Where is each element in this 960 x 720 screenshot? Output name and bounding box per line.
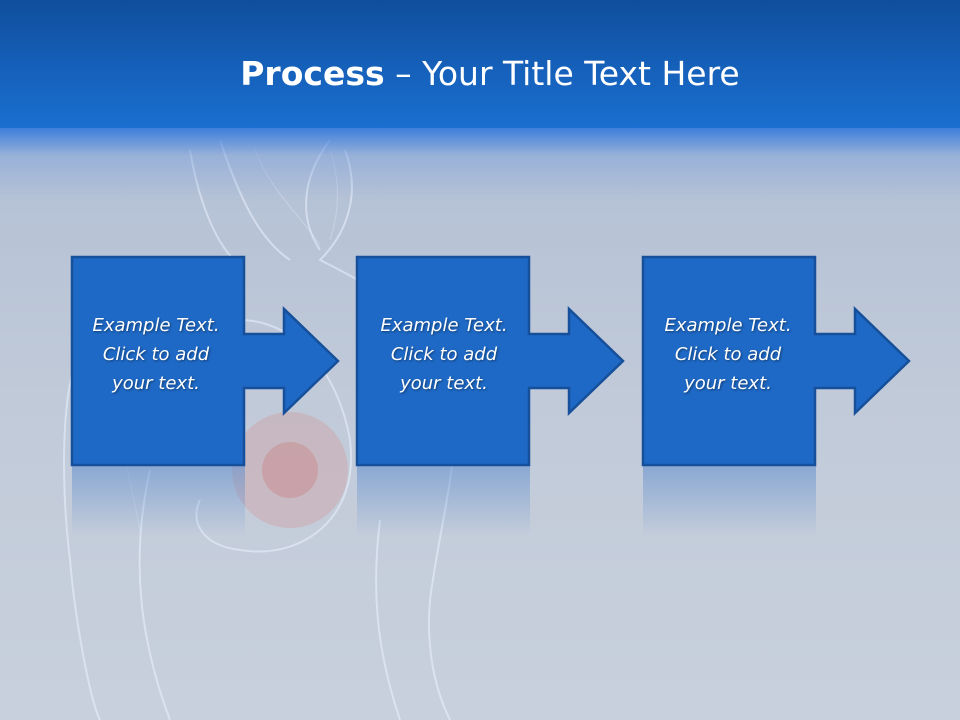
step-3-line-1: Example Text. [664,315,792,336]
step-1-arrow[interactable] [70,255,340,467]
step-2-arrow[interactable] [355,255,625,467]
step-2-line-2: Click to add [390,344,498,365]
step-3-line-2: Click to add [674,344,782,365]
step-1-text[interactable]: Example Text. Click to add your text. [71,311,241,398]
slide-title[interactable]: Process – Your Title Text Here [0,54,960,93]
step-1-reflection [72,466,245,536]
step-2-line-3: your text. [400,373,488,394]
title-strong: Process [240,54,385,93]
step-2-text[interactable]: Example Text. Click to add your text. [359,311,529,398]
title-bar [0,0,960,128]
title-rest: – Your Title Text Here [384,54,740,93]
step-3-reflection [643,466,816,536]
step-2-reflection [357,466,530,536]
step-1-line-2: Click to add [102,344,210,365]
step-3-arrow[interactable] [641,255,911,467]
step-3-line-3: your text. [684,373,772,394]
step-1-line-1: Example Text. [92,315,220,336]
step-3-text[interactable]: Example Text. Click to add your text. [643,311,813,398]
step-1-line-3: your text. [112,373,200,394]
title-bar-glow [0,128,960,198]
step-2-line-1: Example Text. [380,315,508,336]
